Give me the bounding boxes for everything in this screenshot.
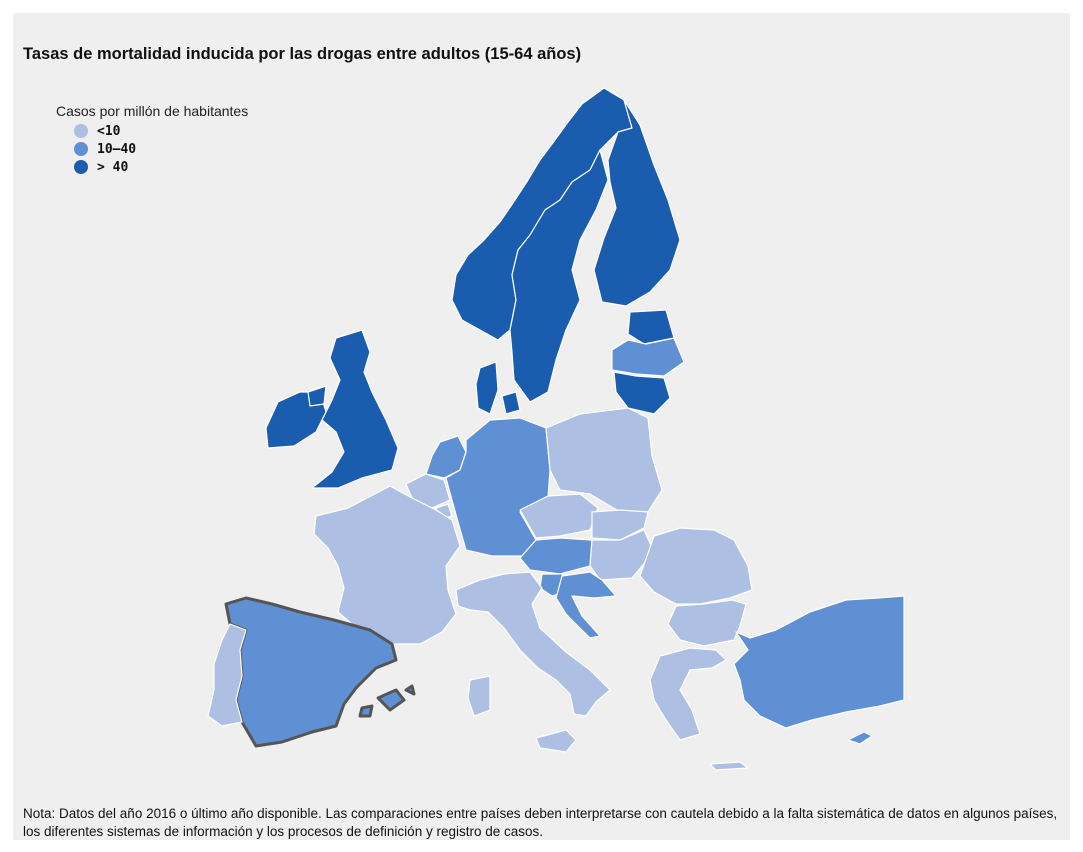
region-turkey[interactable] [733, 595, 905, 729]
legend-item-high: > 40 [56, 158, 248, 176]
region-cyprus[interactable] [847, 731, 873, 745]
legend-label-high: > 40 [97, 159, 129, 175]
footnote: Nota: Datos del año 2016 o último año di… [23, 806, 1058, 839]
region-lithuania[interactable] [613, 371, 671, 415]
region-hungary[interactable] [589, 529, 655, 581]
legend-label-low: <10 [97, 123, 121, 139]
legend: Casos por millón de habitantes <10 10–40… [56, 103, 248, 176]
legend-title: Casos por millón de habitantes [56, 103, 249, 119]
region-france[interactable] [313, 485, 461, 645]
region-united-kingdom[interactable] [307, 329, 399, 489]
region-balearic-islands[interactable] [358, 684, 416, 718]
region-italy[interactable] [455, 571, 611, 753]
legend-item-low: <10 [56, 122, 248, 140]
region-slovakia[interactable] [591, 509, 649, 541]
legend-swatch-low [74, 124, 88, 138]
region-denmark[interactable] [475, 361, 521, 415]
legend-swatch-mid [74, 142, 88, 156]
region-croatia[interactable] [555, 571, 617, 639]
region-bulgaria[interactable] [667, 599, 747, 647]
region-poland[interactable] [545, 407, 663, 513]
region-portugal[interactable] [207, 623, 247, 727]
region-greece[interactable] [649, 647, 749, 771]
legend-swatch-high [74, 160, 88, 174]
region-finland[interactable] [593, 99, 681, 307]
region-latvia[interactable] [611, 337, 685, 377]
legend-item-mid: 10–40 [56, 140, 248, 158]
region-sweden[interactable] [509, 149, 609, 403]
map-title: Tasas de mortalidad inducida por las dro… [23, 45, 582, 63]
legend-label-mid: 10–40 [97, 141, 137, 157]
region-romania[interactable] [639, 527, 753, 605]
